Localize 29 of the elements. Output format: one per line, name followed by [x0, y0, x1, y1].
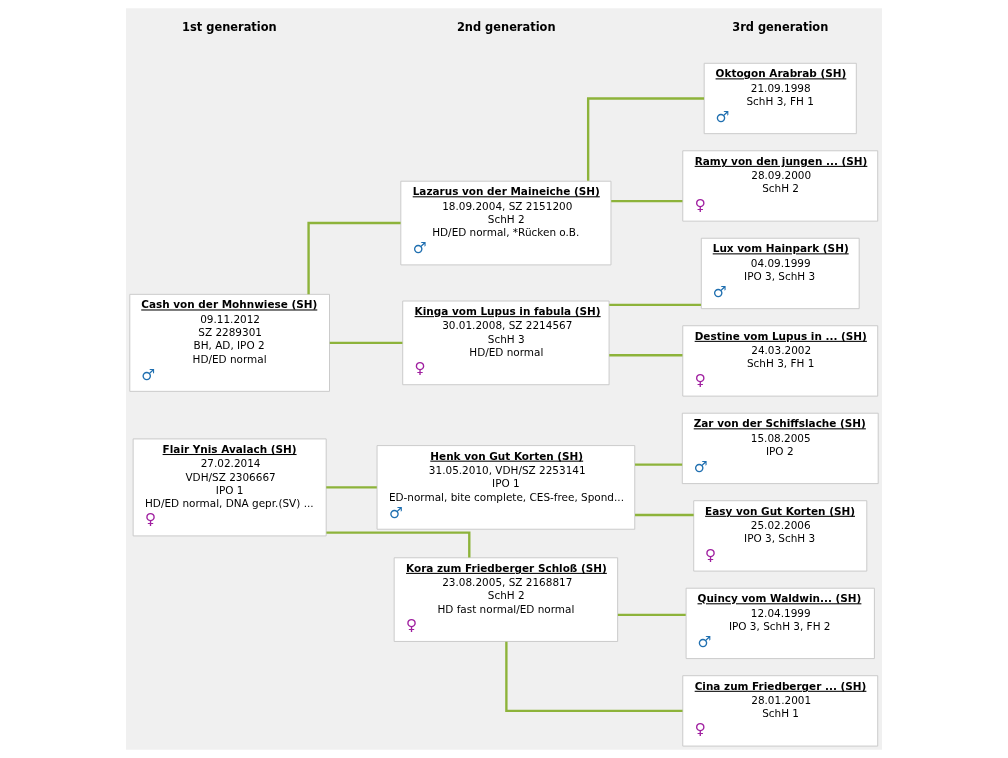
connector	[635, 463, 683, 466]
node-box: Kora zum Friedberger Schloß (SH) 23.08.2005, SZ 2168817 SchH 2 HD fast normal/ED normal ♀	[393, 557, 619, 642]
label: 2nd generation	[456, 20, 556, 35]
connector	[329, 341, 403, 345]
connector	[609, 303, 701, 306]
node-box: Zar von der Schiffslache (SH) 15.08.2005 IPO 2 ♂	[681, 412, 879, 485]
connector	[586, 97, 705, 181]
node-box: Lazarus von der Maineiche (SH) 18.09.2004, SZ 2151200 SchH 2 HD/ED normal, *Rücken o.B. ♂	[400, 180, 612, 266]
node-box: Ramy von den jungen ... (SH) 28.09.2000 SchH 2 ♀	[682, 150, 879, 222]
connector	[307, 221, 401, 295]
node-box: Quincy vom Waldwin... (SH) 12.04.1999 IPO 3, SchH 3, FH 2 ♂	[685, 587, 875, 660]
connector	[611, 200, 683, 203]
connector	[326, 531, 471, 558]
connector	[326, 486, 377, 489]
node-box: Cash von der Mohnwiese (SH) 09.11.2012 SZ 2289301 BH, AD, IPO 2 HD/ED normal ♂	[129, 293, 330, 392]
label: 3rd generation	[732, 20, 829, 35]
node-box: Kinga vom Lupus in fabula (SH) 30.01.2008, SZ 2214567 SchH 3 HD/ED normal ♀	[402, 300, 610, 386]
node-box: Cina zum Friedberger ... (SH) 28.01.2001 SchH 1 ♀	[682, 675, 879, 747]
node-box: Flair Ynis Avalach (SH) 27.02.2014 VDH/SZ 2306667 IPO 1 HD/ED normal, DNA gepr.(SV) ... ♀	[132, 438, 327, 537]
node-box: Henk von Gut Korten (SH) 31.05.2010, VDH/SZ 2253141 IPO 1 ED-normal, bite complete, CES-free, Spond... ♂	[376, 445, 636, 530]
node-box: Lux vom Hainpark (SH) 04.09.1999 IPO 3, SchH 3 ♂	[700, 237, 860, 310]
connector	[635, 513, 694, 517]
node-box: Oktogon Arabrab (SH) 21.09.1998 SchH 3, FH 1 ♂	[703, 62, 857, 135]
connector	[609, 354, 683, 357]
label: 1st generation	[182, 20, 277, 35]
node-box: Easy von Gut Korten (SH) 25.02.2006 IPO 3, SchH 3 ♀	[693, 500, 868, 572]
connector	[505, 641, 683, 713]
node-box: Destine vom Lupus in ... (SH) 24.03.2002 SchH 3, FH 1 ♀	[682, 325, 879, 397]
connector	[617, 613, 686, 617]
